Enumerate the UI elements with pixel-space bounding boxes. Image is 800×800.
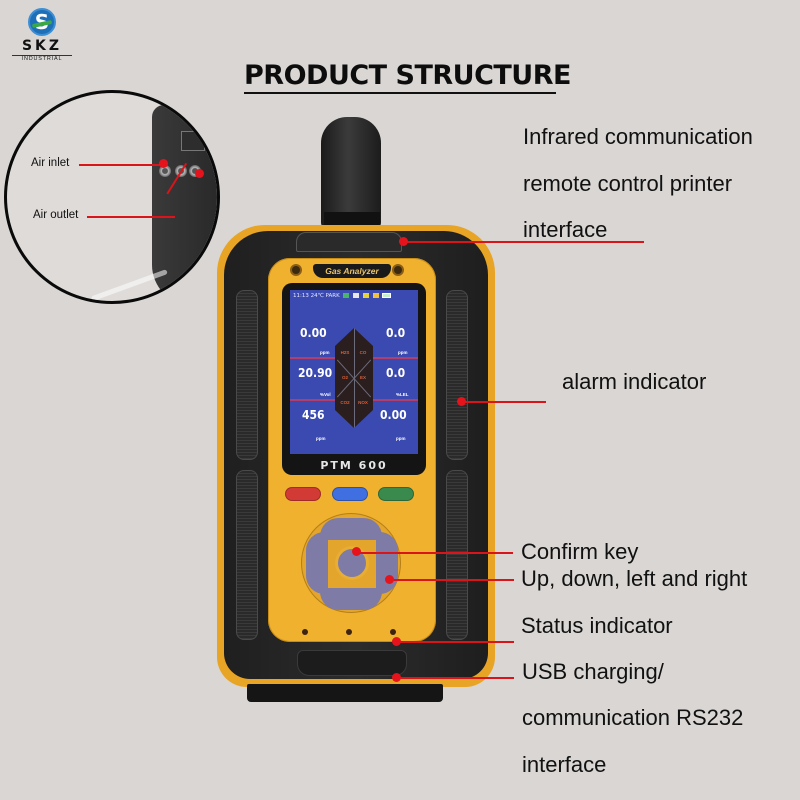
carry-handle bbox=[321, 117, 381, 227]
sensor-icon bbox=[343, 293, 350, 298]
inlet-fitting bbox=[159, 165, 171, 177]
gas-label-co: CO bbox=[359, 350, 367, 355]
air-outlet-marker bbox=[195, 169, 204, 178]
air-inlet-marker bbox=[159, 159, 168, 168]
callout-confirm: Confirm key bbox=[521, 539, 639, 564]
unit-bottom-left: ppm bbox=[316, 436, 326, 441]
callout-infrared-line-3: interface bbox=[523, 217, 608, 242]
confirm-marker bbox=[352, 547, 361, 556]
air-outlet-leader-h bbox=[87, 216, 175, 218]
left-lower-grip bbox=[236, 470, 258, 640]
usb-port-cover bbox=[297, 650, 407, 676]
logo-tagline: INDUSTRIAL bbox=[12, 55, 72, 62]
infrared-leader bbox=[404, 241, 644, 243]
red-function-key[interactable] bbox=[285, 487, 321, 501]
callout-status: Status indicator bbox=[521, 613, 673, 638]
record-icon bbox=[353, 293, 360, 298]
device-base bbox=[247, 684, 443, 702]
unit-top-right: ppm bbox=[398, 350, 408, 355]
right-key[interactable] bbox=[376, 532, 398, 594]
unit-top-left: ppm bbox=[320, 350, 330, 355]
blue-function-key[interactable] bbox=[332, 487, 368, 501]
unit-bottom-right: ppm bbox=[396, 436, 406, 441]
reading-top-right: 0.0 bbox=[386, 326, 406, 340]
inset-detail-circle: Air inlet Air outlet bbox=[4, 90, 220, 304]
gas-label-o2: O2 bbox=[341, 375, 348, 380]
page-title: PRODUCT STRUCTURE bbox=[244, 60, 571, 91]
infrared-marker bbox=[399, 237, 408, 246]
confirm-leader bbox=[357, 552, 513, 554]
down-key[interactable] bbox=[320, 588, 382, 610]
gas-label-co2: CO2 bbox=[340, 400, 350, 405]
alarm-marker bbox=[457, 397, 466, 406]
screw-icon bbox=[392, 264, 404, 276]
callout-usb-line-2: communication RS232 bbox=[522, 705, 744, 730]
alarm-leader bbox=[462, 401, 546, 403]
status-led-2 bbox=[346, 629, 352, 635]
speaker-icon bbox=[372, 293, 379, 298]
callout-directions: Up, down, left and right bbox=[521, 566, 748, 591]
sample-tube bbox=[90, 269, 168, 301]
screw-icon bbox=[290, 264, 302, 276]
gas-hexagon-diagram: H2S CO O2 EX CO2 NOX bbox=[335, 328, 373, 428]
title-underline bbox=[244, 92, 556, 94]
screen-status-bar: 11:13 24℃ PARK bbox=[290, 290, 418, 302]
unit-mid-right: %LEL bbox=[396, 392, 409, 397]
status-led-3 bbox=[390, 629, 396, 635]
reading-mid-left: 20.90 bbox=[298, 366, 333, 380]
air-inlet-leader bbox=[79, 164, 163, 166]
air-outlet-label: Air outlet bbox=[33, 209, 79, 221]
infrared-window bbox=[296, 232, 402, 252]
callout-usb-line-3: interface bbox=[522, 752, 607, 777]
usb-leader bbox=[396, 677, 514, 679]
gas-label-nox: NOX bbox=[358, 400, 368, 405]
divider-left-1 bbox=[290, 357, 335, 359]
h-icon bbox=[362, 293, 369, 298]
divider-left-2 bbox=[290, 399, 335, 401]
reading-bottom-right: 0.00 bbox=[380, 408, 407, 422]
up-key[interactable] bbox=[320, 518, 382, 540]
model-label: PTM 600 bbox=[320, 459, 388, 472]
directions-marker bbox=[385, 575, 394, 584]
skz-logo: S SKZ INDUSTRIAL bbox=[12, 8, 72, 64]
left-upper-grip bbox=[236, 290, 258, 460]
right-upper-grip bbox=[446, 290, 468, 460]
callout-infrared-line-1: Infrared communication bbox=[523, 124, 753, 149]
divider-right-1 bbox=[373, 357, 418, 359]
logo-name: SKZ bbox=[21, 38, 63, 54]
status-mode: PARK bbox=[325, 293, 340, 299]
green-function-key[interactable] bbox=[378, 487, 414, 501]
spec-plate bbox=[181, 131, 205, 151]
callout-alarm: alarm indicator bbox=[562, 369, 707, 394]
left-key[interactable] bbox=[306, 532, 328, 594]
gas-label-h2s: H2S bbox=[340, 350, 350, 355]
status-leader bbox=[396, 641, 514, 643]
reading-top-left: 0.00 bbox=[300, 326, 327, 340]
unit-mid-left: %Vol bbox=[320, 392, 331, 397]
reading-mid-right: 0.0 bbox=[386, 366, 406, 380]
brand-badge: Gas Analyzer bbox=[313, 264, 391, 278]
directions-leader bbox=[390, 579, 514, 581]
lcd-screen: 11:13 24℃ PARK 0.00 0.0 ppm ppm 20.90 0.… bbox=[290, 290, 418, 454]
right-lower-grip bbox=[446, 470, 468, 640]
status-temperature: 24℃ bbox=[310, 293, 324, 299]
gas-label-ex: EX bbox=[359, 375, 366, 380]
divider-right-2 bbox=[373, 399, 418, 401]
status-led-1 bbox=[302, 629, 308, 635]
battery-icon bbox=[382, 293, 392, 298]
callout-usb-line-1: USB charging/ bbox=[522, 659, 664, 684]
callout-infrared-line-2: remote control printer bbox=[523, 171, 733, 196]
usb-marker bbox=[392, 673, 401, 682]
air-inlet-label: Air inlet bbox=[31, 157, 70, 169]
status-time: 11:13 bbox=[293, 293, 309, 299]
reading-bottom-left: 456 bbox=[302, 408, 325, 422]
status-marker bbox=[392, 637, 401, 646]
